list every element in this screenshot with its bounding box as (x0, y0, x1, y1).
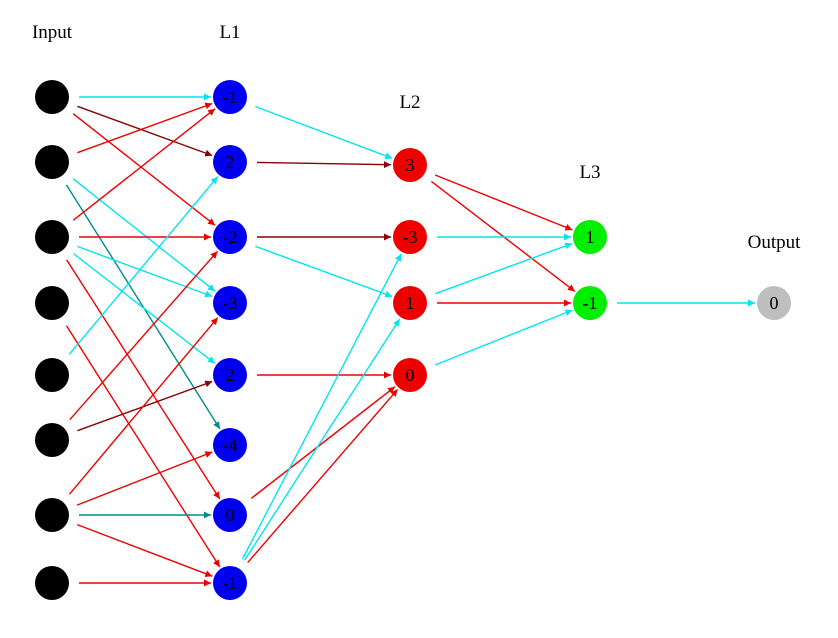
node-value: -1 (223, 573, 238, 593)
node-value: 1 (586, 227, 595, 247)
node-l2-1: -3 (393, 220, 427, 254)
nodes: -1 2 -2 -3 2 -4 0 -1 3 -3 1 0 1 -1 0 (35, 80, 791, 600)
node-l1-5: -4 (213, 428, 247, 462)
edge-input-5-to-l1-2 (69, 250, 219, 421)
node-value: 2 (226, 152, 235, 172)
node-value: -3 (403, 227, 418, 247)
node-circle (213, 286, 247, 320)
edge-input-6-to-l1-5 (76, 451, 213, 506)
node-circle (35, 358, 69, 392)
node-circle (393, 286, 427, 320)
node-value: -2 (223, 227, 238, 247)
node-value: 1 (406, 293, 415, 313)
node-l1-3: -3 (213, 286, 247, 320)
node-l2-3: 0 (393, 358, 427, 392)
node-l1-2: -2 (213, 220, 247, 254)
node-circle (35, 220, 69, 254)
node-circle (213, 428, 247, 462)
edge-l1-6-to-l2-3 (250, 386, 396, 499)
edge-input-4-to-l1-1 (68, 176, 219, 355)
node-value: 0 (226, 505, 235, 525)
edges (65, 93, 755, 587)
node-input-2 (35, 220, 69, 254)
node-value: -3 (223, 293, 238, 313)
node-value: -4 (223, 435, 238, 455)
node-input-4 (35, 358, 69, 392)
node-value: -1 (583, 293, 598, 313)
node-circle (213, 498, 247, 532)
node-circle (35, 80, 69, 114)
node-value: 0 (406, 365, 415, 385)
node-circle (757, 286, 791, 320)
edge-l1-7-to-l2-2 (244, 318, 401, 561)
node-circle (35, 423, 69, 457)
node-l2-2: 1 (393, 286, 427, 320)
layer-label-output: Output (748, 232, 802, 253)
edge-l1-7-to-l2-1 (241, 253, 402, 560)
node-value: 3 (406, 155, 415, 175)
node-input-3 (35, 286, 69, 320)
node-circle (35, 145, 69, 179)
edge-input-1-to-l1-0 (77, 102, 213, 154)
edge-input-6-to-l1-7 (76, 523, 213, 577)
node-circle (35, 566, 69, 600)
node-circle (573, 286, 607, 320)
edge-input-5-to-l1-4 (77, 380, 213, 432)
edge-input-2-to-l1-6 (66, 259, 221, 500)
edge-l1-2-to-l2-2 (255, 245, 393, 298)
node-l1-7: -1 (213, 566, 247, 600)
node-circle (213, 220, 247, 254)
node-l1-6: 0 (213, 498, 247, 532)
node-circle (35, 286, 69, 320)
edge-input-6-to-l1-3 (68, 317, 219, 495)
node-circle (393, 358, 427, 392)
layer-label-l1: L1 (219, 22, 240, 43)
node-circle (393, 220, 427, 254)
node-input-7 (35, 566, 69, 600)
node-value: 2 (226, 365, 235, 385)
edge-input-0-to-l1-1 (77, 105, 213, 157)
node-value: -1 (223, 87, 238, 107)
edge-input-0-to-l1-2 (72, 113, 216, 226)
node-circle (213, 145, 247, 179)
edge-l1-1-to-l2-0 (256, 161, 392, 169)
layer-label-l3: L3 (579, 162, 600, 183)
node-input-1 (35, 145, 69, 179)
node-circle (573, 220, 607, 254)
layer-label-input: Input (32, 22, 73, 43)
edge-l1-7-to-l2-3 (247, 388, 399, 564)
edge-l1-0-to-l2-0 (255, 105, 393, 160)
node-circle (213, 566, 247, 600)
node-circle (213, 358, 247, 392)
node-output-0: 0 (757, 286, 791, 320)
edge-l2-3-to-l3-1 (434, 309, 573, 366)
edge-input-3-to-l1-7 (65, 325, 221, 568)
node-l1-0: -1 (213, 80, 247, 114)
layer-label-l2: L2 (399, 92, 420, 113)
node-l2-0: 3 (393, 148, 427, 182)
node-circle (393, 148, 427, 182)
node-l1-4: 2 (213, 358, 247, 392)
node-circle (35, 498, 69, 532)
edge-l2-0-to-l3-0 (434, 174, 573, 231)
node-value: 0 (770, 293, 779, 313)
edge-input-2-to-l1-3 (77, 245, 213, 298)
edge-input-2-to-l1-4 (72, 252, 216, 364)
node-l3-1: -1 (573, 286, 607, 320)
node-input-5 (35, 423, 69, 457)
node-input-6 (35, 498, 69, 532)
node-l1-1: 2 (213, 145, 247, 179)
node-circle (213, 80, 247, 114)
edge-input-2-to-l1-0 (72, 108, 216, 221)
node-l3-0: 1 (573, 220, 607, 254)
edge-l2-2-to-l3-0 (435, 242, 573, 295)
edge-input-1-to-l1-3 (72, 178, 216, 292)
node-input-0 (35, 80, 69, 114)
